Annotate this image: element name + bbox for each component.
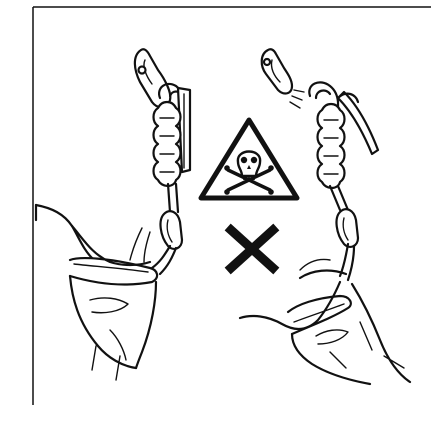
incorrect-rigging xyxy=(240,49,410,384)
karabiner-icon-left xyxy=(135,49,170,107)
frame-lines xyxy=(33,7,431,405)
climber-leg-left xyxy=(36,205,157,380)
karabiner-icon-left-lower xyxy=(161,211,182,249)
correct-rigging xyxy=(36,49,190,380)
prohibited-cross-icon xyxy=(231,230,273,268)
warning-sign xyxy=(201,120,297,198)
climber-leg-right xyxy=(240,259,410,384)
prusik-knot-left xyxy=(154,102,181,186)
karabiner-icon-right xyxy=(262,49,292,93)
prusik-knot-right xyxy=(318,104,345,188)
karabiner-icon-right-lower xyxy=(337,209,358,247)
